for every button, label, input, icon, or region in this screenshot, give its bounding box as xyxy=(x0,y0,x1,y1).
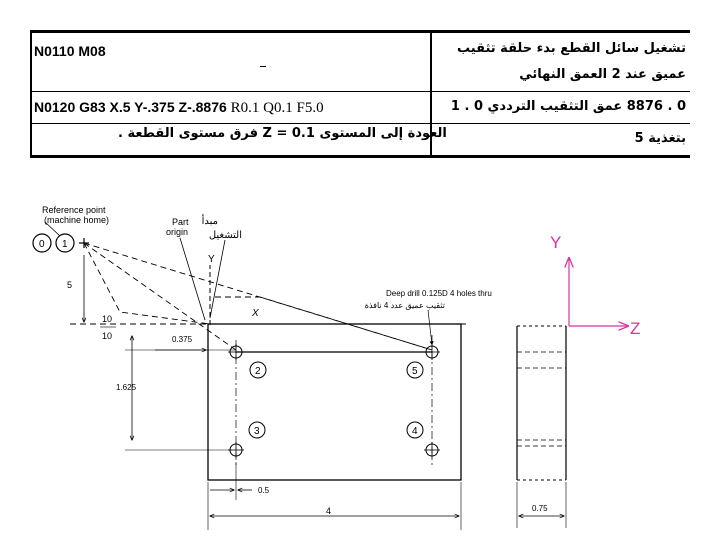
part-outline xyxy=(207,323,462,481)
drill-leader xyxy=(427,309,434,346)
desc-line-5: بتغذية 5 xyxy=(634,131,686,146)
dimension-10-bottom: 10 xyxy=(102,331,112,341)
desc-line-2: عميق عند 2 العمق النهائي xyxy=(519,67,686,82)
origin-arabic-sublabel: التشغيل xyxy=(209,230,242,241)
dimension-10-top: 10 xyxy=(102,314,112,324)
leader-line xyxy=(179,237,206,321)
code-line-n0110: N0110 M08 xyxy=(34,43,106,59)
hole-number-4: 4 xyxy=(412,426,418,437)
hole-number-5-circle xyxy=(406,361,424,379)
code-g83: N0120 G83 X.5 Y-.375 Z-.8876 xyxy=(34,99,227,115)
desc-line-1: تشغيل سائل القطع بدء حلقة تثقيب xyxy=(457,41,686,56)
code-params: R0.1 Q0.1 F5.0 xyxy=(230,100,324,116)
dimension-5: 5 xyxy=(67,280,72,290)
point-1-label: 1 xyxy=(62,239,68,250)
dimension-1625: 1.625 xyxy=(116,383,137,392)
hole-number-2-circle xyxy=(249,361,267,379)
hole-number-3: 3 xyxy=(254,426,260,437)
table-row-divider xyxy=(30,123,690,124)
side-view-y-label: Y xyxy=(550,233,561,252)
hole-number-4-circle xyxy=(406,421,424,439)
leader-line xyxy=(44,221,61,237)
origin-arabic-label: مبدأ xyxy=(202,214,218,227)
table-row-divider xyxy=(30,91,690,92)
code-line-n0120: N0120 G83 X.5 Y-.375 Z-.8876 R0.1 Q0.1 F… xyxy=(34,99,324,117)
tool-path xyxy=(83,242,237,351)
hole-number-3-circle xyxy=(248,421,266,439)
hole-top-left xyxy=(228,344,244,360)
side-view-z-label: Z xyxy=(630,319,640,338)
point-1-circle xyxy=(55,233,75,253)
table-column-divider xyxy=(430,33,432,155)
dimension-375: 0.375 xyxy=(172,335,193,344)
dimension-4: 4 xyxy=(326,506,331,516)
reference-point-sublabel: (machine home) xyxy=(44,215,109,225)
part-origin-sublabel: origin xyxy=(166,227,188,237)
point-0-circle xyxy=(32,233,52,253)
drill-note: Deep drill 0.125D 4 holes thru xyxy=(386,289,492,298)
hole-bottom-right xyxy=(424,442,440,458)
hole-top-right xyxy=(424,344,440,360)
part-origin-label: Part xyxy=(172,217,189,227)
table-mark xyxy=(260,66,266,67)
x-axis-label: X xyxy=(251,308,259,319)
reference-point-label: Reference point xyxy=(42,205,106,215)
dimension-05: 0.5 xyxy=(258,486,270,495)
tool-path xyxy=(83,242,211,325)
y-axis-label: Y xyxy=(208,254,215,265)
table-left-border xyxy=(30,33,32,155)
hole-number-5: 5 xyxy=(412,366,418,377)
leader-line xyxy=(209,239,226,319)
desc-line-4: العودة إلى المستوى 0.1 = Z فرق مستوى الق… xyxy=(118,126,447,141)
hole-number-2: 2 xyxy=(255,366,261,377)
desc-line-3: 0 . 8876 عمق التثقيب الترددي 0 . 1 xyxy=(450,99,686,114)
point-0-label: 0 xyxy=(39,239,45,250)
hole-bottom-left xyxy=(228,442,244,458)
dimension-075: 0.75 xyxy=(532,504,548,513)
drill-note-arabic: تثقيب عميق عدد 4 نافذة xyxy=(365,301,445,310)
cnc-code-table: N0110 M08 تشغيل سائل القطع بدء حلقة تثقي… xyxy=(30,30,690,158)
tool-path xyxy=(83,242,433,351)
